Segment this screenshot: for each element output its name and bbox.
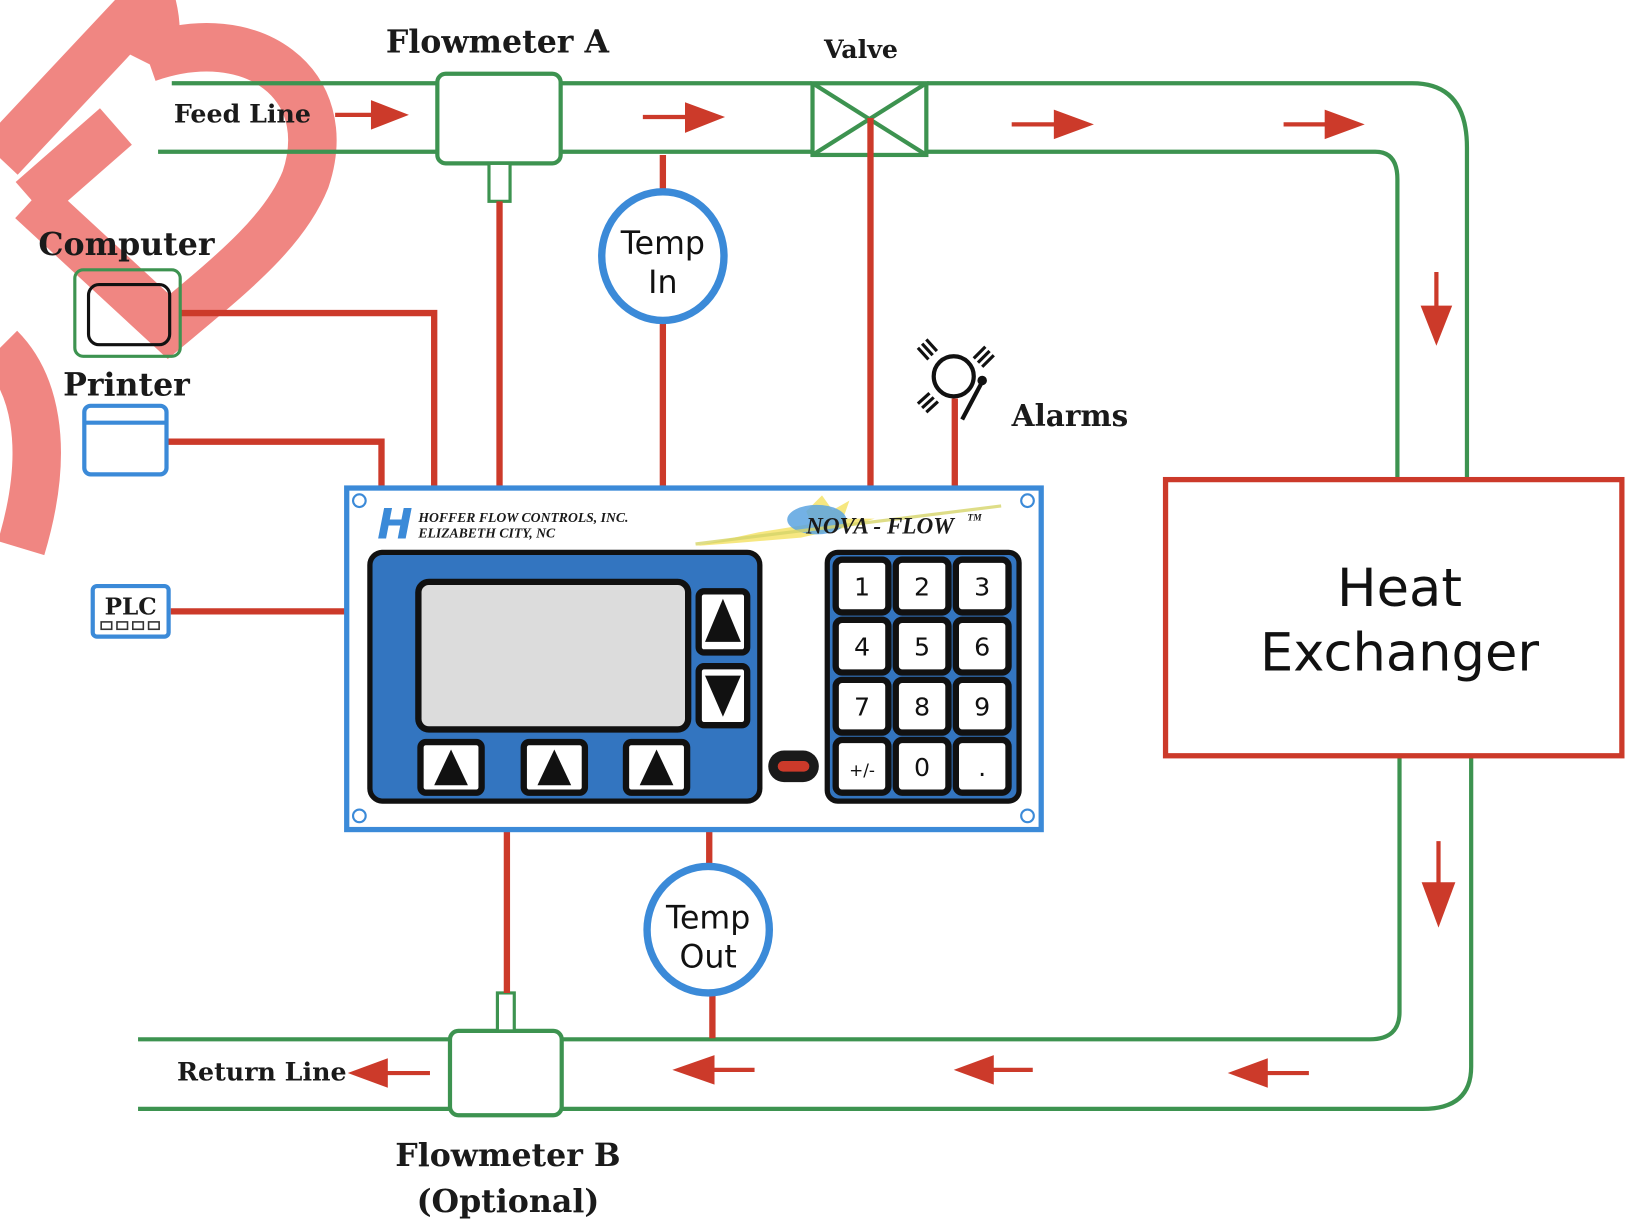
keypad-key-9[interactable]: 9	[952, 676, 1012, 736]
plc-module-icon[interactable]: PLC	[90, 583, 171, 639]
keypad-key-3[interactable]: 3	[952, 556, 1012, 616]
soft-key-2[interactable]	[520, 738, 589, 796]
triangle-icon	[639, 749, 674, 786]
keypad-key-7[interactable]: 7	[832, 676, 892, 736]
computer-label: Computer	[38, 226, 214, 263]
keypad-key-label: 1	[854, 573, 870, 602]
trademark: TM	[967, 514, 982, 524]
keypad-key-label: 9	[974, 693, 990, 722]
triangle-icon	[434, 749, 468, 786]
lcd-display	[415, 578, 692, 733]
temp-out-label-line1: Temp	[665, 901, 750, 937]
keypad-key-2[interactable]: 2	[892, 556, 952, 616]
temp-in-sensor[interactable]: Temp In	[598, 188, 728, 325]
signal-wires	[167, 118, 958, 1039]
keypad-key-label: 7	[854, 693, 870, 722]
heat-exchanger-label-line2: Exchanger	[1260, 622, 1539, 683]
status-led	[768, 750, 819, 783]
down-arrow-icon	[705, 675, 741, 717]
flow-direction-arrow-icon	[1420, 271, 1453, 346]
flowmeter-a[interactable]	[435, 71, 563, 203]
plc-label: PLC	[105, 594, 157, 621]
alarm-bell-icon[interactable]	[916, 338, 995, 421]
return-pipe	[138, 756, 1474, 1111]
screw-icon	[351, 493, 1035, 824]
keypad-key-4[interactable]: 4	[832, 616, 892, 676]
keypad-key-label: +/-	[849, 760, 875, 780]
heat-exchanger-label-line1: Heat	[1337, 558, 1462, 619]
hoffer-logo: H HOFFER FLOW CONTROLS, INC. ELIZABETH C…	[377, 500, 628, 549]
keypad-key-decimal[interactable]: .	[952, 736, 1012, 796]
heat-exchanger[interactable]: Heat Exchanger	[1162, 476, 1625, 759]
keypad-key-label: 0	[914, 753, 930, 782]
keypad-key-0[interactable]: 0	[892, 736, 952, 796]
flow-direction-arrow-icon	[1011, 109, 1094, 140]
watermark-graphic	[0, 0, 337, 556]
flow-direction-arrow-icon	[1283, 109, 1365, 140]
keypad-key-1[interactable]: 1	[832, 556, 892, 616]
scroll-down-button[interactable]	[695, 663, 751, 729]
company-name: HOFFER FLOW CONTROLS, INC.	[417, 510, 628, 525]
valve-label: Valve	[823, 34, 898, 64]
flowmeter-a-label: Flowmeter A	[386, 24, 610, 61]
feed-pipe	[158, 81, 1470, 480]
flow-direction-arrow-icon	[642, 102, 726, 133]
keypad-key-label: 2	[914, 573, 930, 602]
keypad-key-label: 8	[914, 693, 930, 722]
numeric-keypad: 1 2 3 4 5 6 7 8 9 +/- 0.	[832, 556, 1012, 796]
monitor-icon[interactable]	[73, 268, 182, 358]
up-arrow-icon	[705, 598, 741, 642]
return-line-label: Return Line	[177, 1056, 346, 1086]
temp-out-sensor[interactable]: Temp Out	[643, 862, 773, 997]
starburst-graphic	[695, 495, 1002, 547]
flowmeter-b-label: Flowmeter B	[395, 1137, 620, 1174]
nova-flow-controller: H HOFFER FLOW CONTROLS, INC. ELIZABETH C…	[344, 485, 1044, 833]
keypad-key-plus-minus[interactable]: +/-	[832, 736, 892, 796]
flow-direction-arrow-icon	[672, 1055, 755, 1085]
flow-arrows	[335, 100, 1456, 1088]
logo-letter: H	[377, 500, 412, 549]
temp-in-label-line2: In	[648, 265, 677, 301]
keypad-key-label: 3	[974, 573, 990, 602]
triangle-icon	[537, 749, 572, 786]
feed-line-label: Feed Line	[174, 98, 311, 128]
keypad-key-5[interactable]: 5	[892, 616, 952, 676]
flowmeter-b-note: (Optional)	[417, 1183, 600, 1220]
keypad-key-6[interactable]: 6	[952, 616, 1012, 676]
alarms-label: Alarms	[1011, 398, 1129, 433]
soft-key-3[interactable]	[622, 738, 691, 796]
temp-in-label-line1: Temp	[620, 226, 705, 262]
company-location: ELIZABETH CITY, NC	[417, 526, 556, 541]
flow-direction-arrow-icon	[953, 1055, 1033, 1085]
flow-direction-arrow-icon	[1421, 841, 1456, 928]
flow-direction-arrow-icon	[347, 1058, 430, 1088]
product-name: NOVA - FLOW	[805, 513, 955, 539]
flow-direction-arrow-icon	[335, 100, 409, 130]
flowmeter-b[interactable]	[447, 991, 564, 1118]
keypad-key-8[interactable]: 8	[892, 676, 952, 736]
scroll-up-button[interactable]	[695, 588, 751, 656]
printer-label: Printer	[63, 366, 190, 403]
keypad-key-label: 4	[854, 633, 870, 662]
printer-icon[interactable]	[82, 403, 169, 477]
soft-key-1[interactable]	[417, 738, 485, 796]
temp-out-label-line2: Out	[680, 940, 737, 976]
keypad-key-label: .	[978, 753, 986, 782]
keypad-key-label: 5	[914, 633, 930, 662]
flow-direction-arrow-icon	[1227, 1058, 1309, 1088]
keypad-key-label: 6	[974, 633, 990, 662]
